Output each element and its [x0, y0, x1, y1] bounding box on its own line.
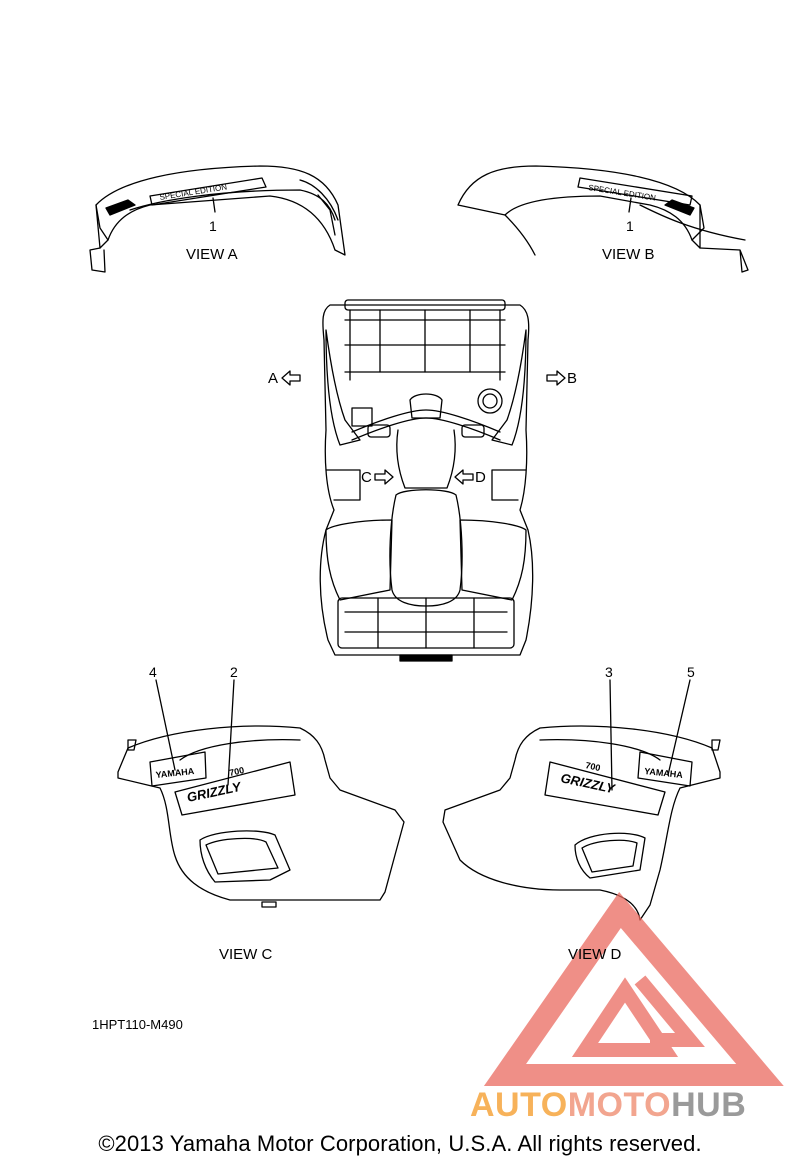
arrow-d-label: D	[475, 469, 486, 486]
view-d-side-cover: YAMAHA GRIZZLY 700	[442, 679, 721, 921]
watermark-auto: AUTO	[470, 1086, 568, 1124]
callout-3-view-d: 3	[605, 664, 613, 680]
model-decal-c: 700	[228, 765, 245, 778]
arrow-c	[374, 469, 394, 485]
grizzly-decal-c: GRIZZLY	[186, 779, 244, 805]
view-c-side-cover: YAMAHA GRIZZLY 700	[117, 679, 405, 908]
view-b-fender: SPECIAL EDITION	[457, 165, 749, 273]
arrow-a-label: A	[268, 370, 279, 387]
callout-4-view-c: 4	[149, 664, 157, 680]
yamaha-decal-d: YAMAHA	[644, 766, 684, 780]
callout-2-view-c: 2	[230, 664, 238, 680]
arrow-c-label: C	[361, 469, 372, 486]
automotohub-watermark-logo	[483, 891, 784, 1086]
yamaha-decal-c: YAMAHA	[155, 766, 195, 780]
model-decal-d: 700	[585, 760, 602, 773]
watermark-hub: HUB	[671, 1086, 747, 1124]
callout-5-view-d: 5	[687, 664, 695, 680]
view-d-label: VIEW D	[568, 946, 622, 963]
automotohub-watermark-text: AUTOMOTOHUB	[470, 1086, 746, 1125]
watermark-moto: MOTO	[567, 1086, 672, 1124]
callout-1-view-b: 1	[626, 218, 634, 234]
arrow-b-label: B	[567, 370, 578, 387]
view-a-label: VIEW A	[186, 246, 238, 263]
view-b-label: VIEW B	[602, 246, 655, 263]
diagram-code: 1HPT110-M490	[92, 1017, 183, 1032]
atv-top-view	[319, 299, 534, 662]
copyright-notice: ©2013 Yamaha Motor Corporation, U.S.A. A…	[98, 1131, 702, 1156]
grizzly-decal-d: GRIZZLY	[559, 770, 617, 796]
arrow-a	[281, 370, 301, 386]
arrow-d	[454, 469, 474, 485]
view-c-label: VIEW C	[219, 946, 273, 963]
arrow-b	[546, 370, 566, 386]
callout-1-view-a: 1	[209, 218, 217, 234]
